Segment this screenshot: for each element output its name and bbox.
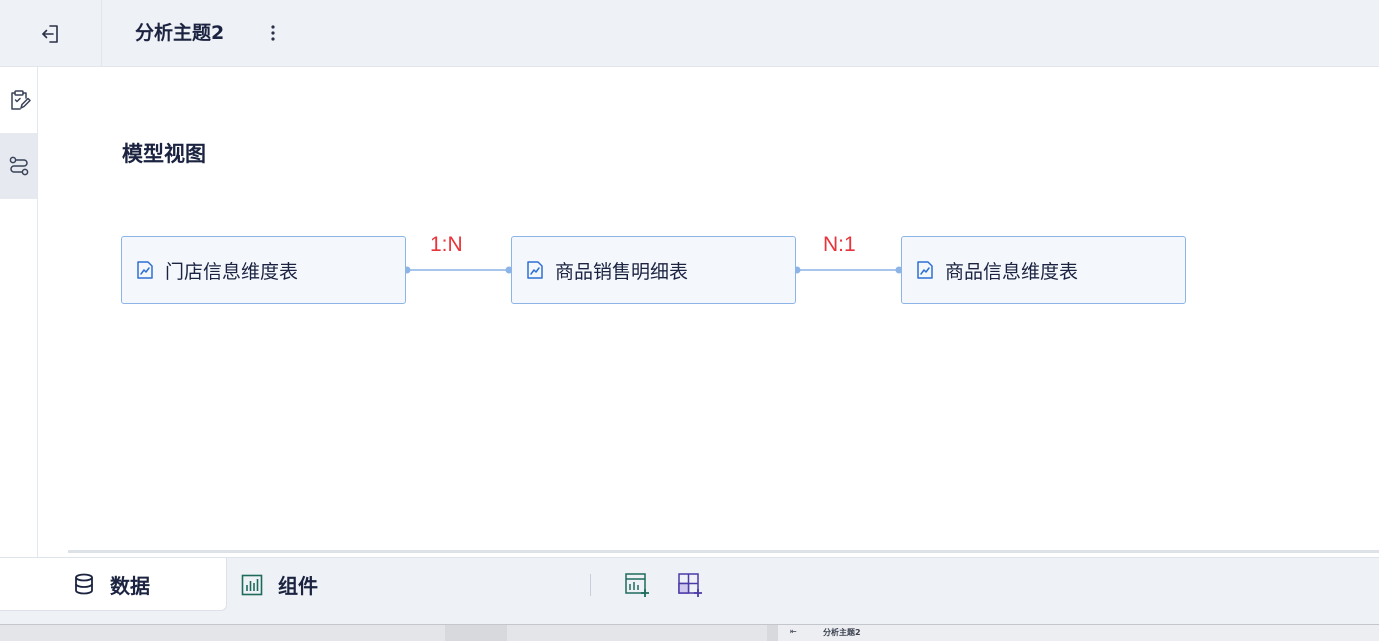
- more-vertical-icon: [271, 25, 275, 41]
- tab-components[interactable]: 组件: [240, 558, 400, 611]
- background-pane: [0, 625, 445, 641]
- panel-resize-handle[interactable]: [68, 550, 1379, 553]
- node-label: 商品销售明细表: [555, 260, 689, 283]
- more-menu-button[interactable]: [263, 21, 283, 45]
- node-label: 商品信息维度表: [945, 260, 1079, 283]
- relation-label-1[interactable]: 1:N: [430, 233, 463, 256]
- page-title: 分析主题2: [135, 22, 225, 44]
- tab-label: 数据: [110, 573, 150, 598]
- background-pane: [507, 625, 767, 641]
- background-window-title: 分析主题2: [823, 628, 861, 637]
- exit-icon: [41, 24, 58, 43]
- node-label: 门店信息维度表: [165, 260, 299, 283]
- tab-data[interactable]: 数据: [0, 558, 227, 611]
- background-pane: [778, 625, 1379, 641]
- add-table-icon: [625, 573, 649, 597]
- top-header: 分析主题2: [0, 0, 1379, 67]
- exit-icon: ⇤: [790, 627, 797, 636]
- exit-button[interactable]: [0, 0, 102, 67]
- left-rail: [0, 67, 38, 557]
- relation-label-2[interactable]: N:1: [823, 233, 856, 256]
- background-window-strip: ⇤ 分析主题2: [0, 624, 1379, 641]
- table-node-store[interactable]: 门店信息维度表: [121, 236, 406, 304]
- table-chart-icon: [137, 261, 153, 279]
- add-table-button[interactable]: [623, 570, 651, 600]
- bottom-bar: 数据 组件: [0, 557, 1379, 624]
- toolbar-divider: [590, 574, 591, 596]
- add-grid-button[interactable]: [676, 570, 704, 600]
- model-relation-icon: [9, 156, 28, 176]
- add-grid-icon: [678, 573, 702, 597]
- table-node-sales[interactable]: 商品销售明细表: [511, 236, 796, 304]
- clipboard-edit-icon: [10, 90, 31, 110]
- tab-label: 组件: [278, 574, 318, 598]
- bar-chart-icon: [241, 574, 263, 595]
- table-node-product[interactable]: 商品信息维度表: [901, 236, 1186, 304]
- section-title: 模型视图: [122, 142, 206, 166]
- rail-item-edit[interactable]: [0, 67, 37, 133]
- rail-item-model[interactable]: [0, 133, 37, 199]
- table-chart-icon: [917, 261, 933, 279]
- table-chart-icon: [527, 261, 543, 279]
- database-icon: [75, 573, 93, 595]
